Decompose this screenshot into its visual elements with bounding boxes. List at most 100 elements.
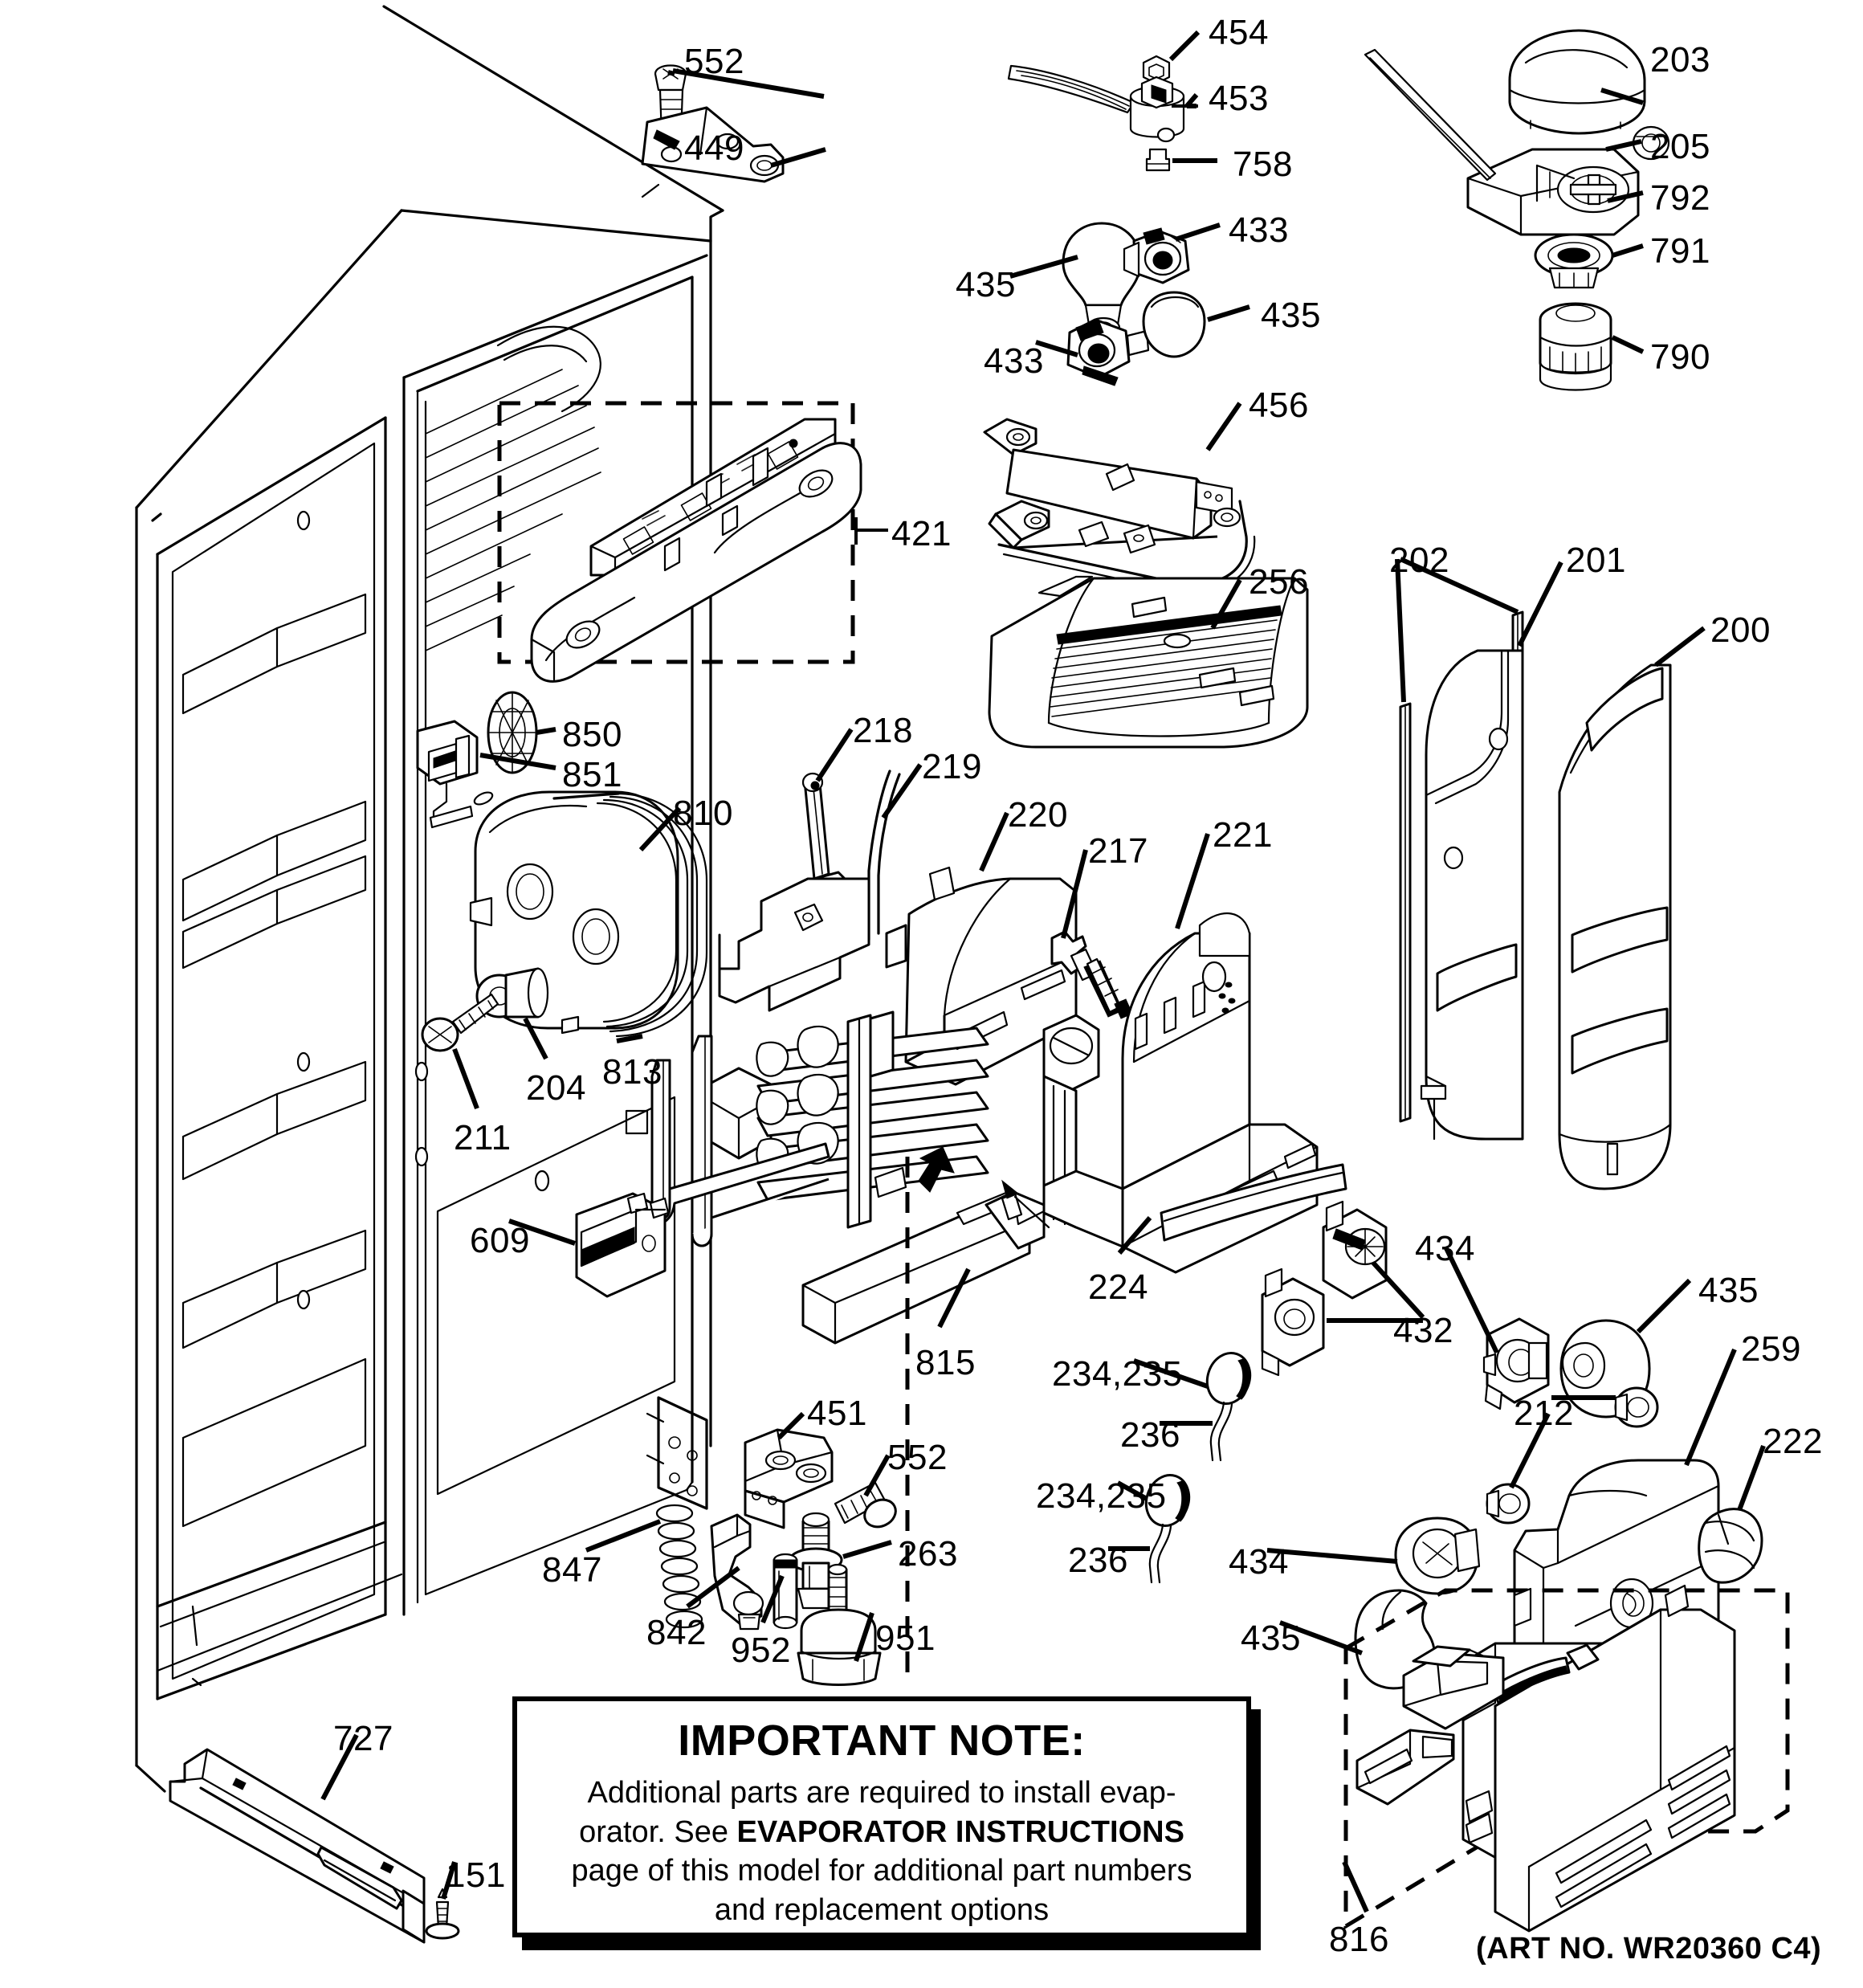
callout-234-235-upper: 234,235 (1052, 1354, 1183, 1394)
part-433-socket-upper (1123, 227, 1190, 284)
callout-421: 421 (891, 514, 952, 553)
callout-435-upper-right: 435 (1261, 296, 1321, 335)
part-810-evaporator-fan (469, 790, 708, 1038)
part-234-235-thermistor-lower (1144, 1474, 1191, 1584)
part-791-filter-manifold (1534, 233, 1614, 289)
callout-552-bottom: 552 (887, 1438, 948, 1477)
note-line-2: orator. See EVAPORATOR INSTRUCTIONS (538, 1813, 1225, 1852)
part-217-damper-control (1050, 930, 1133, 1019)
callout-816: 816 (1329, 1920, 1389, 1959)
callout-219: 219 (922, 747, 982, 786)
callout-435-bottom: 435 (1241, 1619, 1301, 1658)
cabinet-outline (135, 5, 724, 1793)
callout-449: 449 (684, 129, 744, 168)
part-435-bulb-upper (1062, 222, 1142, 339)
part-435-bulb-lower (1142, 291, 1206, 358)
callout-222: 222 (1763, 1422, 1823, 1461)
part-727-toe-kick-grille (169, 1748, 426, 1944)
callout-256: 256 (1249, 562, 1309, 602)
part-200-right-end-cap (1558, 663, 1672, 1190)
callout-211: 211 (454, 1118, 512, 1157)
note-title: IMPORTANT NOTE: (678, 1717, 1086, 1765)
callout-791: 791 (1650, 231, 1710, 271)
note-line-1: Additional parts are required to install… (587, 1776, 1176, 1810)
callout-434-lower: 434 (1229, 1542, 1289, 1582)
callout-236-lower: 236 (1068, 1541, 1128, 1580)
callout-792: 792 (1650, 178, 1710, 218)
callout-842: 842 (646, 1613, 707, 1652)
note-body: Additional parts are required to install… (517, 1774, 1246, 1945)
part-256-pan-cover (988, 575, 1309, 749)
callout-810: 810 (673, 794, 733, 833)
part-432-light-switches (1261, 1200, 1388, 1377)
art-number: (ART NO. WR20360 C4) (1476, 1932, 1822, 1966)
callout-451: 451 (807, 1394, 867, 1433)
part-234-235-thermistor-upper (1205, 1352, 1252, 1462)
callout-847: 847 (542, 1550, 602, 1590)
part-203-filter-cover (1508, 29, 1646, 135)
callout-758: 758 (1233, 145, 1293, 184)
part-224-tower-trim-strip (1160, 1163, 1347, 1242)
note-line-2-pre: orator. See (579, 1815, 737, 1849)
callout-432: 432 (1393, 1311, 1453, 1350)
part-790-water-filter-cartridge (1539, 302, 1612, 391)
note-line-3: page of this model for additional part n… (571, 1854, 1192, 1888)
part-211-mounting-screw (421, 993, 499, 1052)
part-433-socket-lower (1066, 318, 1150, 386)
callout-221: 221 (1213, 815, 1273, 855)
part-456-pan-frame-rail (983, 418, 1256, 594)
callout-453: 453 (1209, 79, 1269, 118)
part-421-light-assembly (497, 401, 862, 683)
callout-212: 212 (1514, 1394, 1574, 1433)
part-816-ice-maker-module (1343, 1584, 1790, 1933)
note-line-4: and replacement options (714, 1892, 1050, 1927)
part-434-socket-upper-right (1482, 1317, 1550, 1410)
callout-433-upper: 433 (1229, 210, 1289, 250)
important-note-box: IMPORTANT NOTE: Additional parts are req… (512, 1696, 1251, 1937)
callout-456: 456 (1249, 386, 1309, 425)
part-453-water-tube-assembly (1007, 55, 1185, 172)
callout-203: 203 (1650, 40, 1710, 80)
part-449-top-hinge-bracket (641, 106, 785, 183)
part-552-hinge-screw (834, 1481, 897, 1529)
callout-813: 813 (602, 1052, 662, 1092)
callout-951: 951 (875, 1619, 936, 1658)
leader-lines (320, 30, 1766, 1913)
part-851-thermistor-mount (416, 720, 494, 829)
callout-234-235-lower: 234,235 (1036, 1476, 1167, 1516)
part-847-spring (655, 1504, 703, 1629)
callout-435-upper-left: 435 (956, 265, 1016, 304)
part-815-drip-tray (801, 1179, 1050, 1345)
callout-217: 217 (1088, 831, 1148, 871)
callout-220: 220 (1008, 795, 1068, 835)
note-line-2-bold: EVAPORATOR INSTRUCTIONS (736, 1815, 1184, 1849)
callout-434-upper: 434 (1415, 1229, 1475, 1268)
callout-552-top: 552 (684, 42, 744, 81)
callout-727: 727 (333, 1719, 393, 1758)
callout-224: 224 (1088, 1268, 1148, 1307)
evaporator-coil-assembly (641, 1010, 989, 1247)
callout-609: 609 (470, 1221, 530, 1260)
callout-204: 204 (526, 1068, 586, 1108)
callout-790: 790 (1650, 337, 1710, 377)
part-842-cam-lever (710, 1513, 764, 1631)
callout-815: 815 (915, 1343, 976, 1382)
callout-435-right: 435 (1698, 1271, 1759, 1310)
callout-151: 151 (446, 1855, 506, 1895)
part-222-knob (1698, 1508, 1763, 1584)
callout-236-upper: 236 (1120, 1415, 1180, 1455)
callout-205: 205 (1650, 127, 1710, 166)
part-219-air-duct-baffle (718, 769, 901, 1012)
callout-200: 200 (1710, 610, 1771, 650)
callout-201: 201 (1566, 541, 1626, 580)
callout-952: 952 (731, 1631, 791, 1670)
part-212-bushings (1486, 1386, 1659, 1525)
callout-202: 202 (1389, 541, 1449, 580)
callout-433-lower: 433 (984, 341, 1044, 381)
callout-851: 851 (562, 755, 622, 794)
callout-850: 850 (562, 715, 622, 754)
callout-218: 218 (853, 711, 913, 750)
part-434-socket-lower-right (1394, 1517, 1481, 1595)
part-201-left-end-cap (1420, 649, 1524, 1141)
